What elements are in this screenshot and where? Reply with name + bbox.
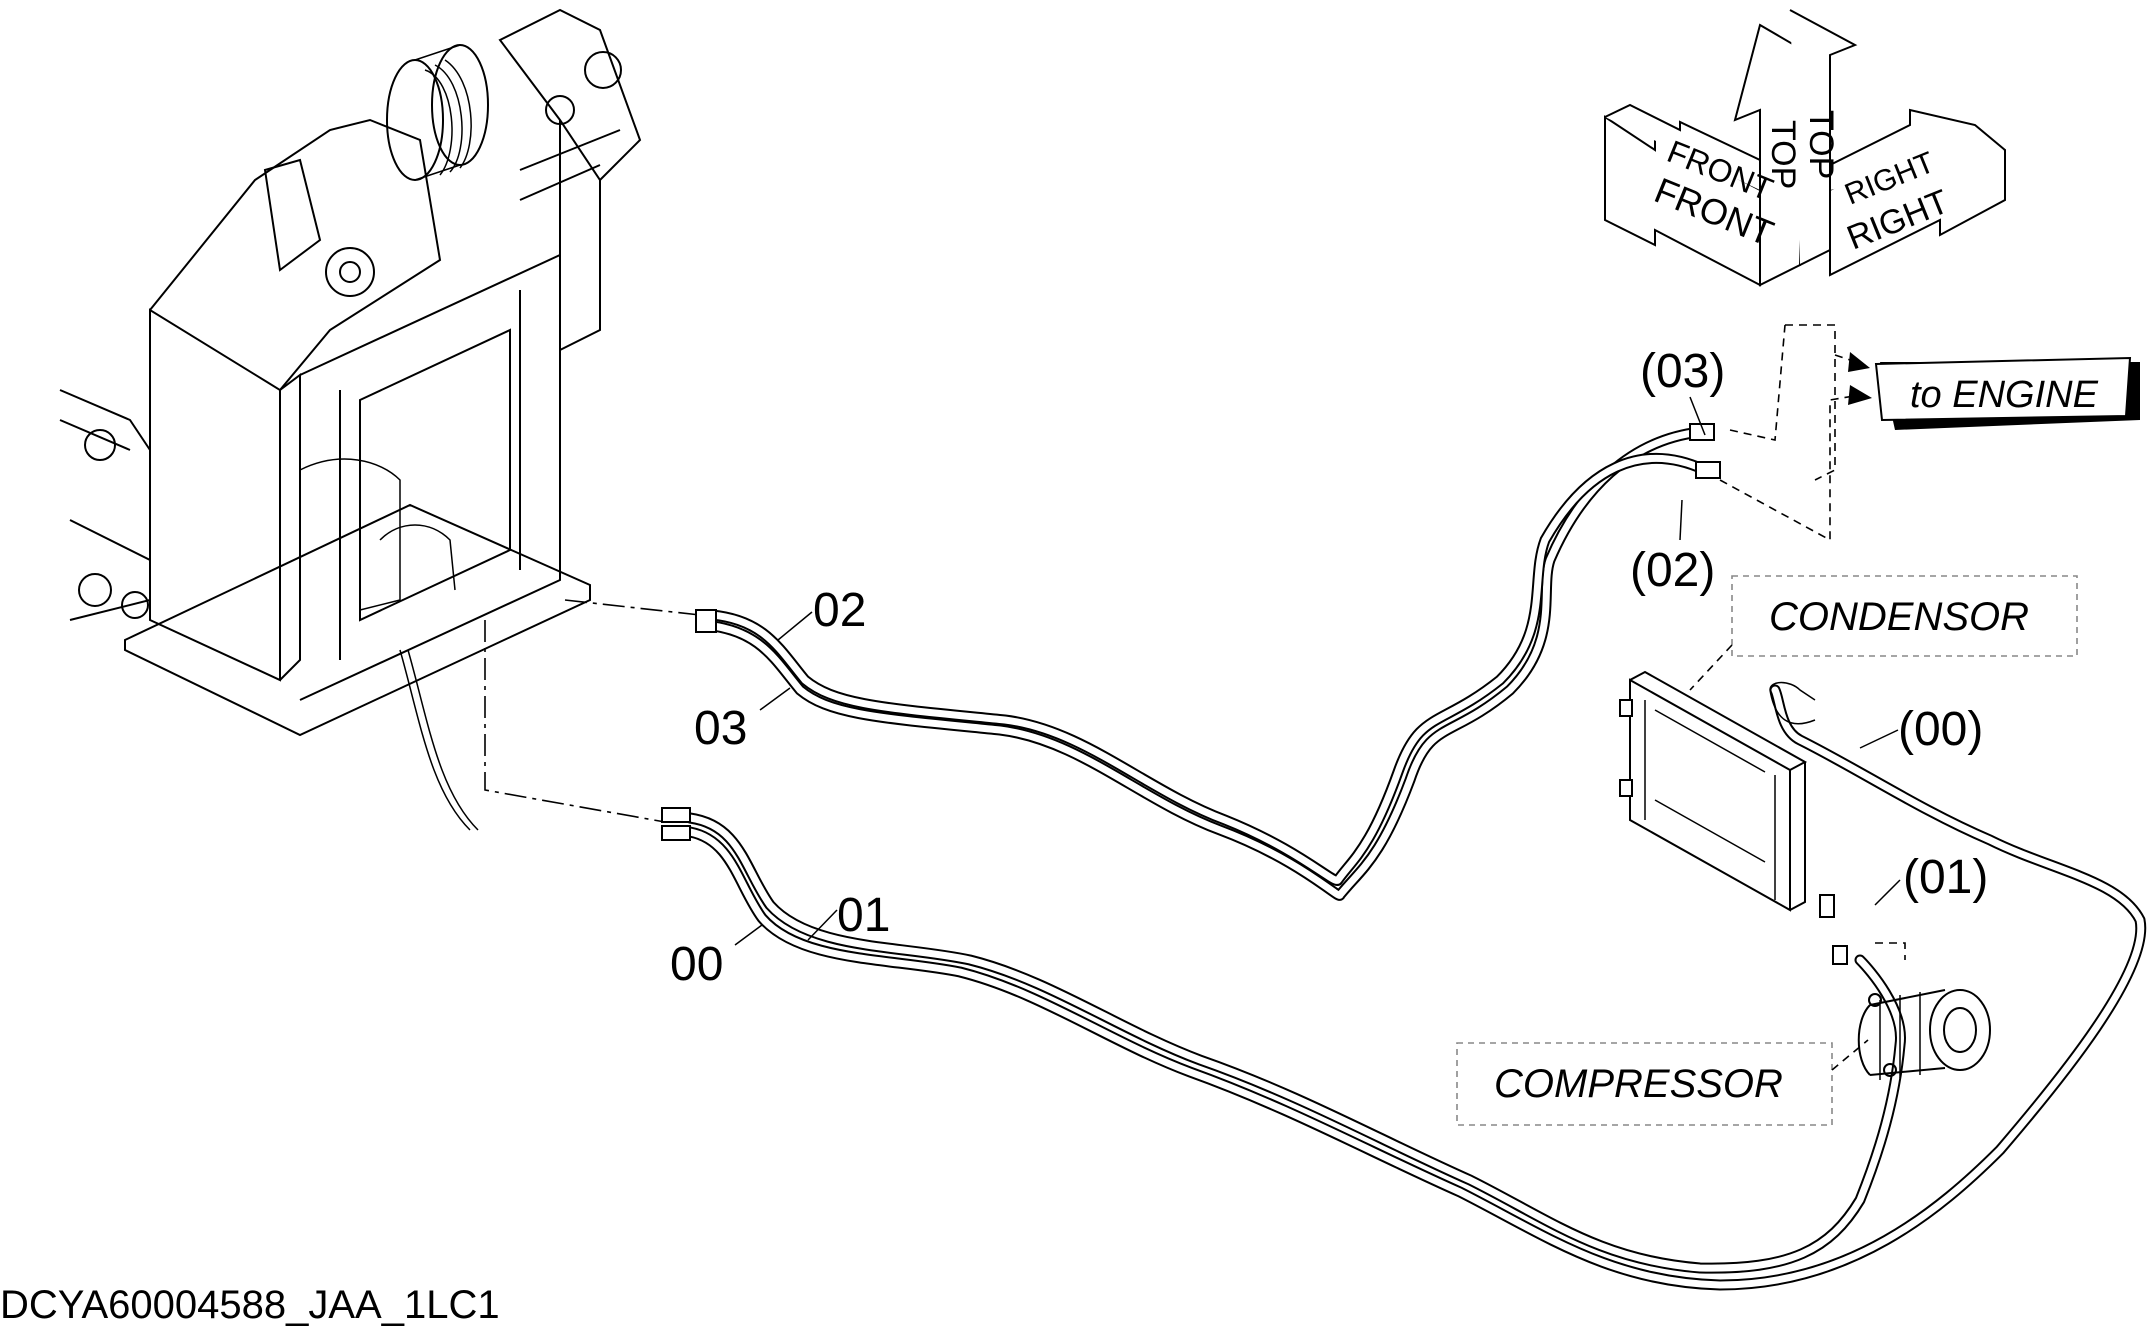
label-03-paren: (03) xyxy=(1640,345,1725,398)
label-00: 00 xyxy=(670,938,723,991)
drawing-id: DCYA60004588_JAA_1LC1 xyxy=(0,1283,500,1327)
compressor-unit xyxy=(1857,989,1991,1080)
label-01-paren: (01) xyxy=(1903,851,1988,904)
to-engine-label: to ENGINE xyxy=(1910,374,2099,416)
top-label-right: TOP xyxy=(1802,110,1840,179)
hose-02-03 xyxy=(695,423,1721,901)
label-02-paren: (02) xyxy=(1630,544,1715,597)
compressor-callout: COMPRESSOR xyxy=(1456,942,1906,1126)
orientation-indicator: FRONT FRONT TOP TOP RIGHT RIGHT xyxy=(1604,9,2006,287)
compressor-label: COMPRESSOR xyxy=(1494,1062,1783,1106)
label-00-paren: (00) xyxy=(1898,703,1983,756)
condensor-callout: CONDENSOR xyxy=(1689,575,2078,691)
machine-frame xyxy=(59,8,642,831)
top-label-left: TOP xyxy=(1764,120,1802,189)
hose-labels: (03) (02) (00) (01) 02 03 01 00 xyxy=(670,345,1988,991)
label-03: 03 xyxy=(694,702,747,755)
condensor-unit xyxy=(1619,670,1816,912)
condensor-label: CONDENSOR xyxy=(1769,595,2029,639)
label-02: 02 xyxy=(813,584,866,637)
to-engine-callout: to ENGINE xyxy=(1719,324,2140,542)
label-01: 01 xyxy=(837,889,890,942)
hose-00-01 xyxy=(661,684,2147,1291)
